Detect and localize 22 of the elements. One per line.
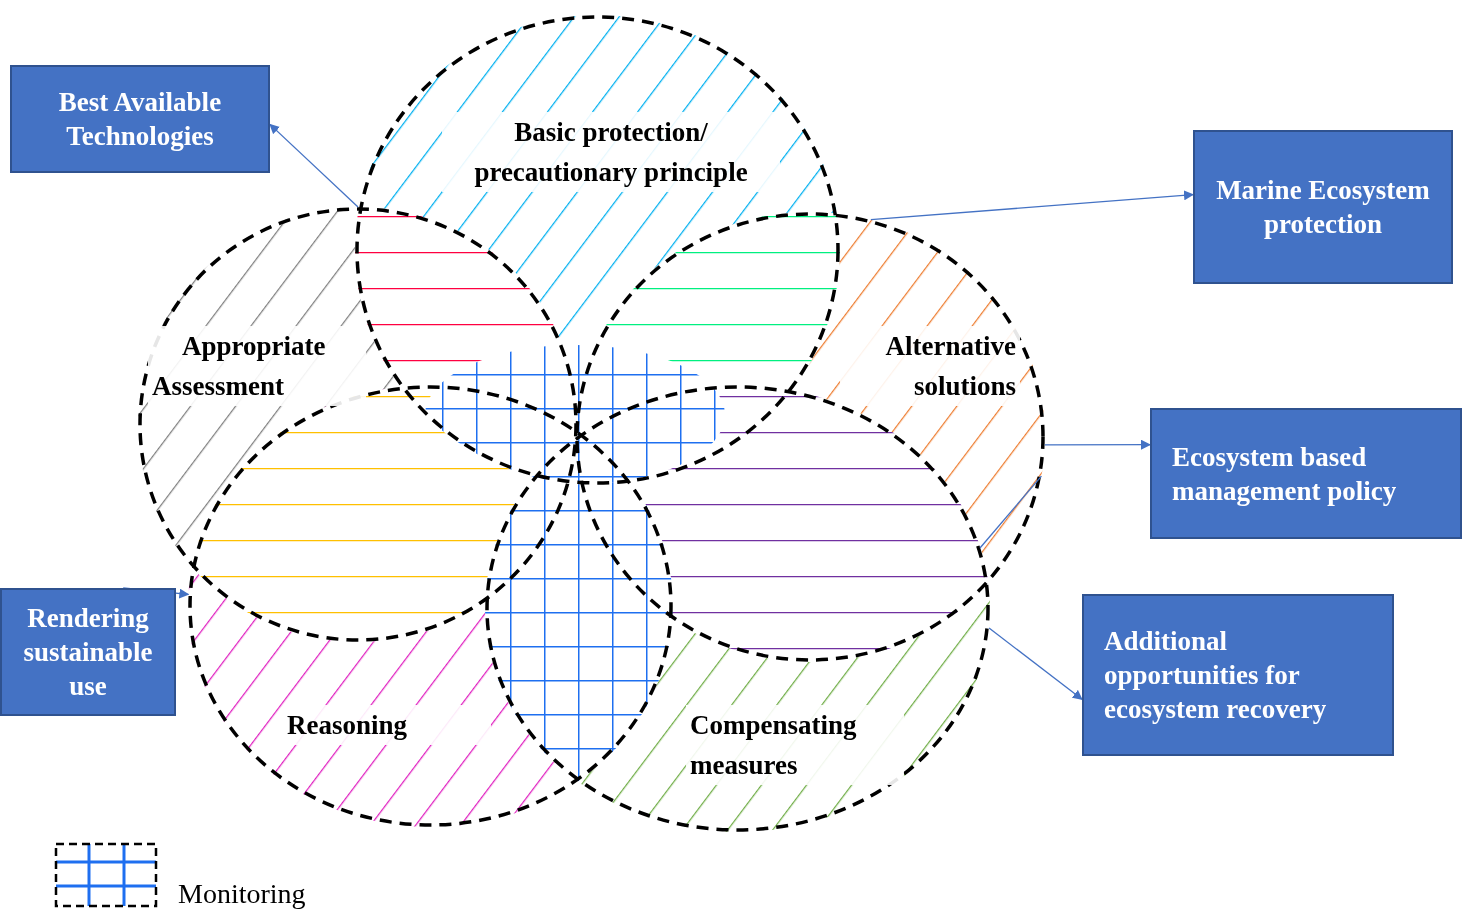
box-label: Best Available Technologies <box>57 86 223 153</box>
text-box <box>10 65 270 173</box>
box-label: Rendering sustainable use <box>22 602 154 703</box>
circle-label: Compensating measures <box>686 705 904 785</box>
box-label: Additional opportunities for ecosystem recovery <box>1103 625 1328 726</box>
legend-label: Monitoring <box>178 878 306 910</box>
arrow <box>870 190 1194 221</box>
dashed-circle <box>355 15 840 485</box>
text-box <box>0 588 176 716</box>
dashed-circle <box>575 212 1045 662</box>
text-box <box>1193 130 1453 284</box>
circle-label: Basic protection/ precautionary principle <box>442 112 780 192</box>
circle-label: Appropriate Assessment <box>148 326 366 406</box>
box-label: Marine Ecosystem protection <box>1215 174 1431 241</box>
box-label: Ecosystem based management policy <box>1171 440 1398 508</box>
line <box>979 475 1043 549</box>
circle-label: Alternative solutions <box>840 326 1020 406</box>
text-box <box>1150 408 1462 539</box>
text-box <box>1082 594 1394 756</box>
arrow <box>1044 439 1151 450</box>
arrow <box>988 627 1083 700</box>
arrow <box>269 123 359 208</box>
